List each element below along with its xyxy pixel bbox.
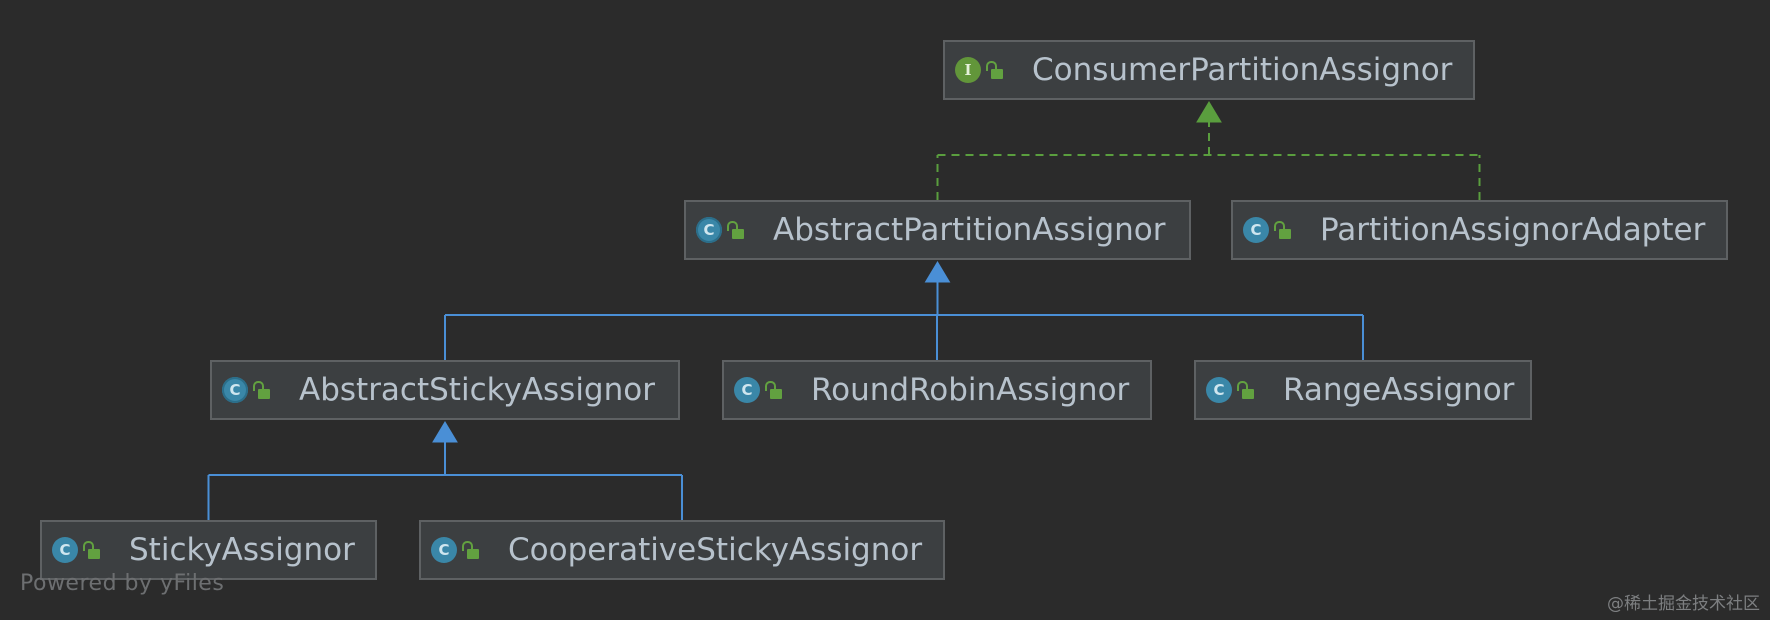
public-lock-icon [462, 541, 480, 559]
node-label: PartitionAssignorAdapter [1320, 212, 1706, 248]
node-partition-assignor-adapter[interactable]: C PartitionAssignorAdapter [1231, 200, 1728, 260]
node-abstract-partition-assignor[interactable]: C AbstractPartitionAssignor [684, 200, 1191, 260]
node-label: RoundRobinAssignor [811, 372, 1130, 408]
public-lock-icon [1237, 381, 1255, 399]
public-lock-icon [765, 381, 783, 399]
abstract-class-icon: C [696, 217, 722, 243]
public-lock-icon [83, 541, 101, 559]
node-round-robin-assignor[interactable]: C RoundRobinAssignor [722, 360, 1152, 420]
node-sticky-assignor[interactable]: C StickyAssignor [40, 520, 377, 580]
class-icon: C [1206, 377, 1232, 403]
node-abstract-sticky-assignor[interactable]: C AbstractStickyAssignor [210, 360, 680, 420]
powered-by-text: Powered by yFiles [20, 571, 225, 596]
node-label: RangeAssignor [1283, 372, 1515, 408]
node-label: CooperativeStickyAssignor [508, 532, 923, 568]
class-icon: C [734, 377, 760, 403]
node-label: StickyAssignor [129, 532, 355, 568]
arrowhead-extends-abstract-partition-assignor [924, 261, 951, 283]
abstract-class-icon: C [222, 377, 248, 403]
public-lock-icon [727, 221, 745, 239]
class-icon: C [431, 537, 457, 563]
node-cooperative-sticky-assignor[interactable]: C CooperativeStickyAssignor [419, 520, 945, 580]
node-range-assignor[interactable]: C RangeAssignor [1194, 360, 1532, 420]
public-lock-icon [986, 61, 1004, 79]
node-label: AbstractStickyAssignor [299, 372, 655, 408]
watermark-text: @稀土掘金技术社区 [1607, 594, 1760, 614]
class-icon: C [52, 537, 78, 563]
node-consumer-partition-assignor[interactable]: I ConsumerPartitionAssignor [943, 40, 1475, 100]
public-lock-icon [1274, 221, 1292, 239]
arrowhead-implements-consumer-partition-assignor [1196, 101, 1222, 123]
node-label: ConsumerPartitionAssignor [1032, 52, 1453, 88]
public-lock-icon [253, 381, 271, 399]
interface-icon: I [955, 57, 981, 83]
node-label: AbstractPartitionAssignor [773, 212, 1166, 248]
class-icon: C [1243, 217, 1269, 243]
arrowhead-extends-abstract-sticky-assignor [432, 421, 458, 443]
